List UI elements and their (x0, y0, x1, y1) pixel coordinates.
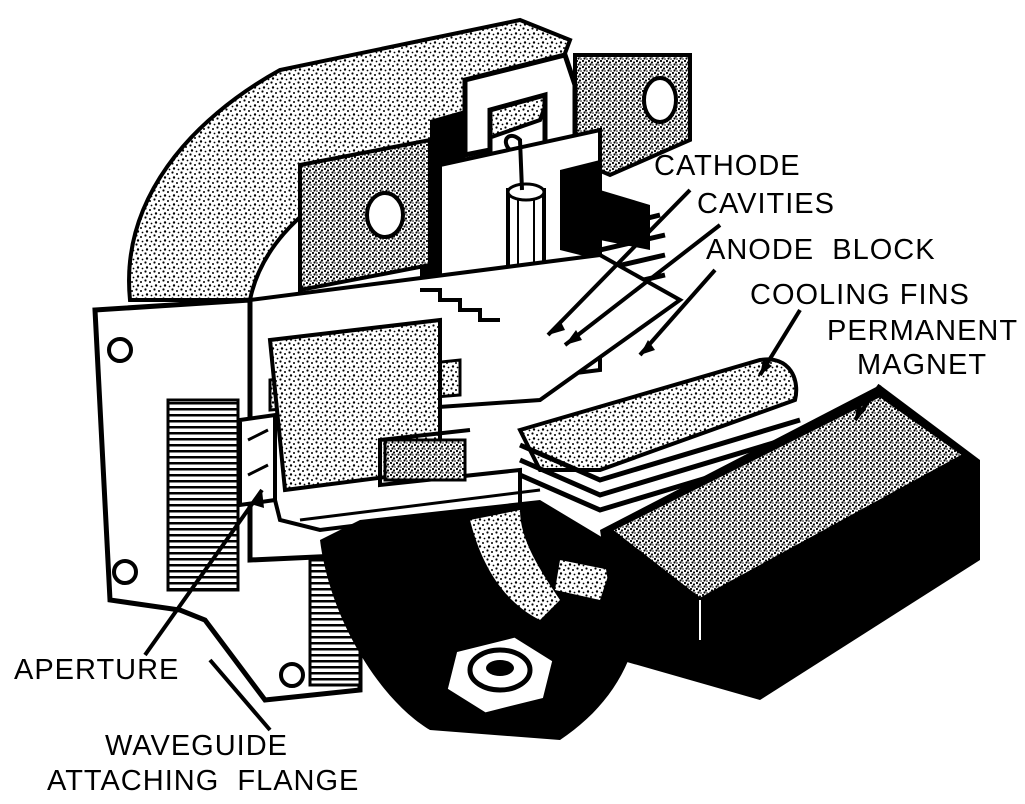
cooling-fins (517, 357, 799, 472)
hex-nut (442, 632, 558, 718)
label-magnet: MAGNET (857, 349, 988, 381)
label-waveguide: WAVEGUIDE (105, 730, 289, 762)
waveguide-channel (273, 428, 522, 533)
label-anode-block: ANODE BLOCK (706, 234, 936, 266)
flange-bolt-hole (279, 662, 305, 688)
label-cooling-fins: COOLING FINS (750, 279, 970, 311)
label-attaching-flange: ATTACHING FLANGE (47, 765, 360, 797)
top-bracket (462, 52, 578, 168)
label-cathode: CATHODE (654, 150, 801, 182)
flange-bolt-hole (112, 559, 138, 585)
label-aperture: APERTURE (14, 654, 180, 686)
label-permanent: PERMANENT (827, 315, 1019, 347)
permanent-magnet (600, 385, 980, 700)
mounting-hole (642, 76, 678, 124)
aperture-slot (238, 412, 277, 508)
label-cavities: CAVITIES (697, 188, 835, 220)
lower-body (320, 500, 642, 740)
flange-bolt-hole (107, 337, 133, 363)
